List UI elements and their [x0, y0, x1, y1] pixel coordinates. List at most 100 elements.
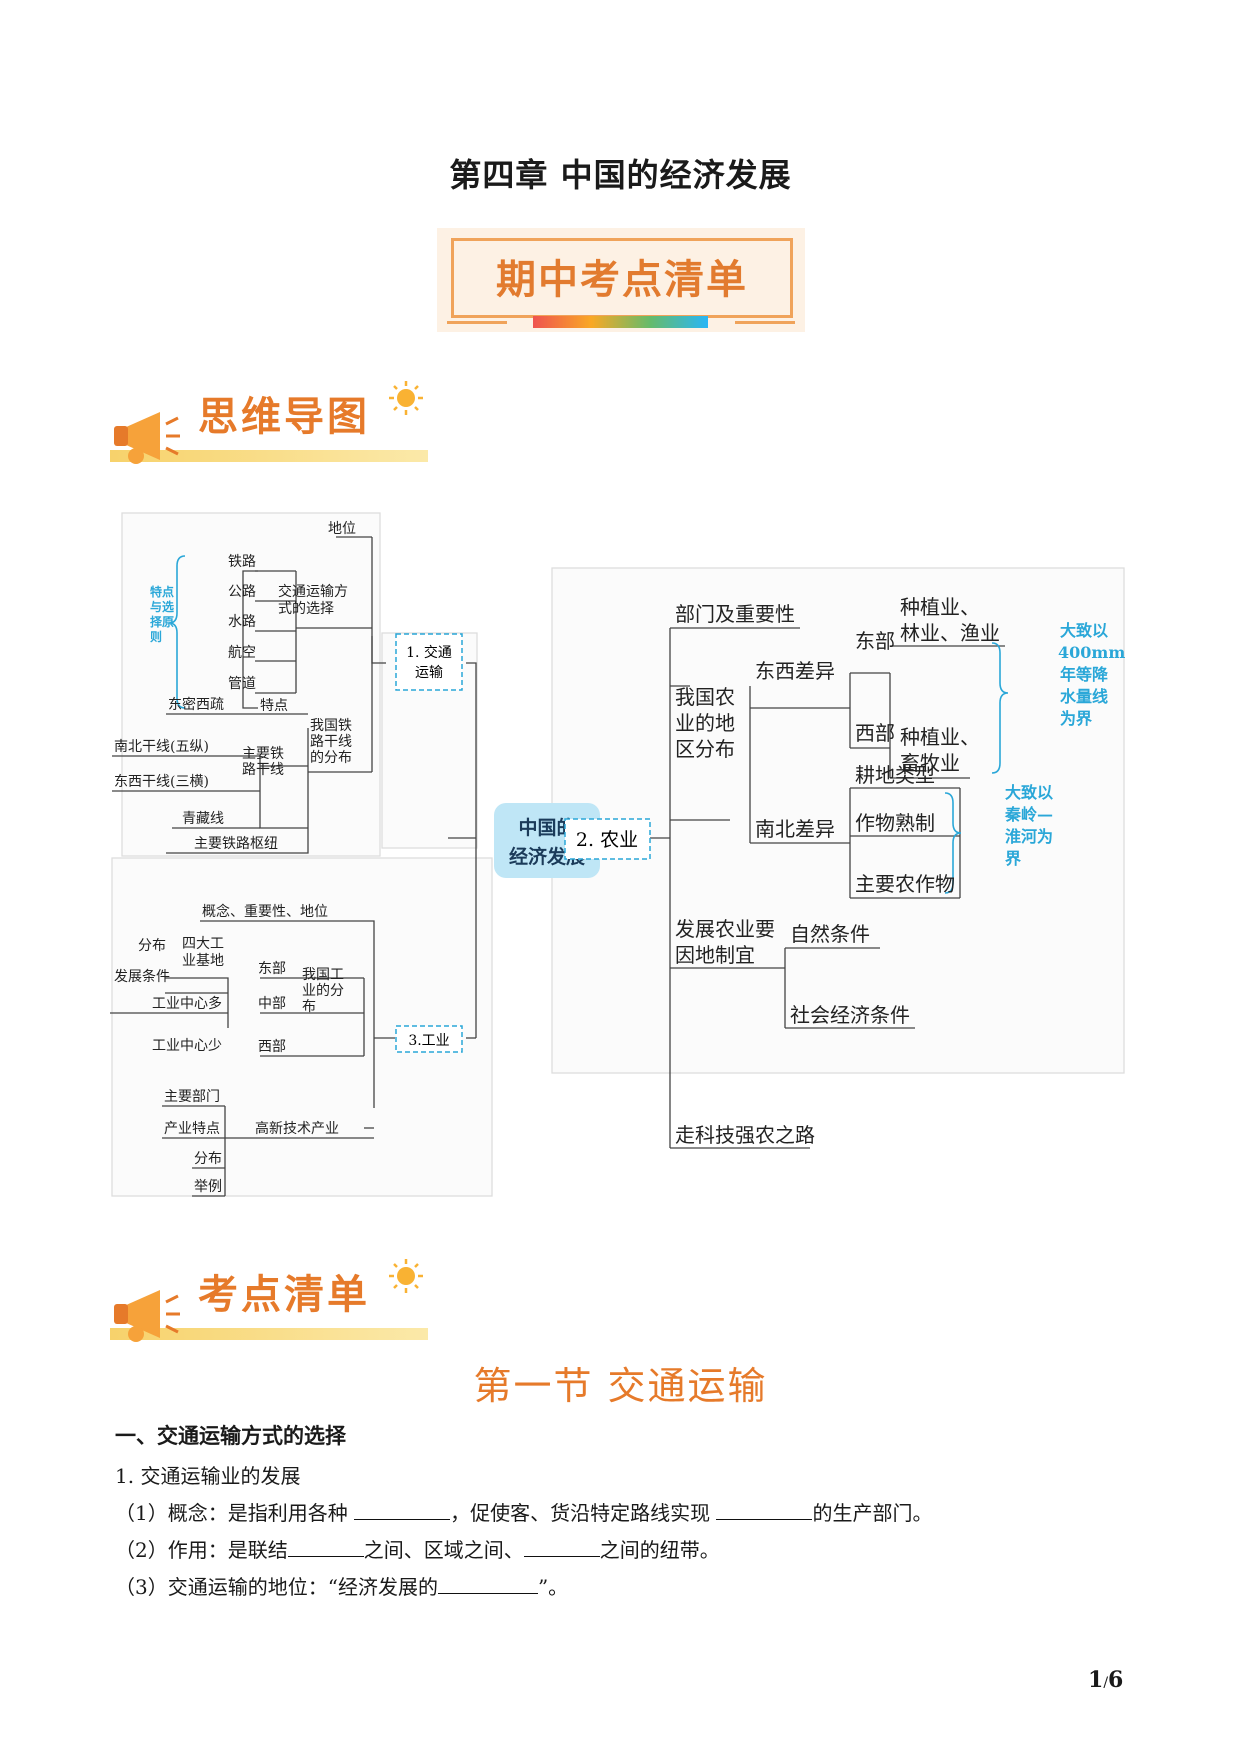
agri-east-items-line1: 种植业、	[900, 595, 980, 619]
principle-line1: 特点	[150, 584, 174, 599]
ns-lines: 南北干线(五纵)	[114, 739, 209, 755]
hightech-item-examples: 举例	[194, 1179, 222, 1195]
line1-part-b: ，促使客、货沿特定路线实现	[450, 1501, 717, 1525]
agri-west-items-line2: 畜牧业	[900, 751, 960, 775]
section-head-underline	[110, 450, 428, 462]
blank-1[interactable]	[354, 1501, 451, 1520]
mode-air: 航空	[228, 645, 256, 661]
section-head-label: 考点清单	[198, 1272, 370, 1318]
branch-industry-label: 3.工业	[408, 1033, 449, 1049]
industry-distribution-line1: 我国工	[302, 967, 344, 983]
exam-checklist-banner: 期中考点清单	[437, 228, 805, 332]
center-node-line1: 中国的	[518, 816, 575, 839]
rail-distribution-line3: 的分布	[310, 750, 352, 766]
agri-west-items-line1: 种植业、	[900, 725, 980, 749]
section-head-mindmap: 思维导图	[110, 380, 430, 470]
centers-many: 工业中心多	[152, 995, 222, 1012]
transport-choice-line1: 交通运输方	[278, 583, 348, 600]
sun-icon	[389, 381, 423, 415]
agri-natural: 自然条件	[790, 922, 870, 946]
section-title: 第一节 交通运输	[473, 1364, 768, 1408]
principle-line4: 则	[150, 630, 162, 644]
industry-distribution-line3: 布	[302, 999, 316, 1015]
page-total: 6	[1108, 1667, 1124, 1693]
industry-conditions: 发展条件	[114, 968, 170, 985]
ew-note-line1: 大致以	[1060, 621, 1108, 640]
megaphone-icon	[114, 1259, 423, 1342]
page-current: 1	[1088, 1667, 1104, 1693]
rail-hubs: 主要铁路枢纽	[194, 836, 278, 852]
rail-distribution-line2: 路干线	[310, 734, 352, 750]
mind-map: 中国的 经济发展 1. 交通 运输 2. 农业 3.工业 地位 铁路 公路 水路…	[110, 512, 1125, 1197]
hightech-item-distribution: 分布	[194, 1151, 222, 1167]
agri-distribution-line2: 业的地	[675, 711, 735, 735]
page-separator: /	[1103, 1675, 1109, 1691]
ns-note-line2: 秦岭—	[1004, 805, 1053, 824]
banner-text: 期中考点清单	[496, 257, 748, 303]
line2-part-c: 之间的纽带。	[599, 1538, 720, 1562]
agri-local-line1: 发展农业要	[675, 917, 775, 941]
blank-2[interactable]	[716, 1501, 813, 1520]
ew-lines: 东西干线(三横)	[114, 774, 209, 790]
agri-west: 西部	[855, 721, 895, 745]
main-lines-line1: 主要铁	[242, 746, 284, 762]
industry-concept: 概念、重要性、地位	[202, 903, 328, 920]
line2-part-a: （2）作用：是联结	[115, 1538, 288, 1562]
branch-transport-line1: 1. 交通	[406, 644, 452, 661]
mode-pipeline: 管道	[228, 676, 256, 692]
agri-local-line2: 因地制宜	[675, 943, 755, 967]
agri-socio: 社会经济条件	[790, 1003, 910, 1027]
centers-few: 工业中心少	[152, 1038, 222, 1054]
ew-note-line4: 水量线	[1060, 687, 1108, 706]
branch-agriculture-label: 2. 农业	[576, 829, 638, 851]
hightech-item-features: 产业特点	[164, 1121, 220, 1137]
content-line-3: （3）交通运输的地位：“经济发展的 ”。	[115, 1571, 568, 1600]
ns-note-line4: 界	[1005, 849, 1021, 868]
content-item-1: 1. 交通运输业的发展	[115, 1464, 301, 1488]
sun-icon	[389, 1259, 423, 1293]
line1-part-a: （1）概念：是指利用各种	[115, 1501, 355, 1525]
hightech-item-sectors: 主要部门	[164, 1089, 220, 1105]
hightech-industry: 高新技术产业	[255, 1120, 339, 1137]
rail-feature-value: 东密西疏	[168, 696, 224, 713]
blank-4[interactable]	[523, 1538, 600, 1557]
content-line-2: （2）作用：是联结之间、区域之间、之间的纽带。	[115, 1534, 720, 1563]
megaphone-icon	[114, 381, 423, 464]
agri-east: 东部	[855, 629, 895, 653]
industry-distribution-line2: 业的分	[302, 983, 344, 999]
banner-frame: 期中考点清单	[451, 238, 793, 318]
branch-agriculture-box	[564, 818, 651, 860]
transport-status: 地位	[328, 521, 356, 537]
agri-ns-item-land: 耕地类型	[855, 763, 935, 787]
agri-sectors: 部门及重要性	[675, 602, 795, 626]
ns-note-line3: 淮河为	[1005, 827, 1053, 846]
mode-water: 水路	[228, 614, 256, 630]
main-lines-line2: 路干线	[242, 762, 284, 778]
agri-east-items-line2: 林业、渔业	[900, 621, 1000, 645]
mode-rail: 铁路	[228, 554, 256, 570]
agri-ns-item-harvest: 作物熟制	[855, 811, 935, 835]
principle-line3: 择原	[150, 614, 174, 629]
rail-feature-label: 特点	[260, 698, 288, 714]
branch-industry-box	[395, 1025, 463, 1053]
agri-tech: 走科技强农之路	[675, 1123, 815, 1147]
ew-note-line2: 400mm	[1058, 643, 1125, 662]
line3-part-a: （3）交通运输的地位：“经济发展的	[115, 1575, 438, 1599]
blank-5[interactable]	[437, 1575, 538, 1594]
content-heading: 一、交通运输方式的选择	[115, 1424, 346, 1448]
page-number: 1/6	[1088, 1667, 1123, 1693]
line3-part-b: ”。	[537, 1575, 569, 1599]
industry-west: 西部	[258, 1039, 286, 1055]
chapter-title: 第四章 中国的经济发展	[449, 156, 792, 194]
qingzang-line: 青藏线	[182, 811, 224, 827]
industry-fenbu: 分布	[138, 938, 166, 954]
line1-part-c: 的生产部门。	[812, 1501, 933, 1525]
content-line-1: （1）概念：是指利用各种 ，促使客、货沿特定路线实现 的生产部门。	[115, 1497, 932, 1526]
blank-3[interactable]	[287, 1538, 364, 1557]
section-head-label: 思维导图	[198, 394, 370, 440]
four-bases-line1: 四大工	[182, 936, 224, 952]
rail-distribution-line1: 我国铁	[310, 718, 352, 734]
banner-line-left	[447, 321, 507, 324]
industry-middle: 中部	[258, 996, 286, 1012]
agri-ew-diff: 东西差异	[755, 659, 835, 683]
